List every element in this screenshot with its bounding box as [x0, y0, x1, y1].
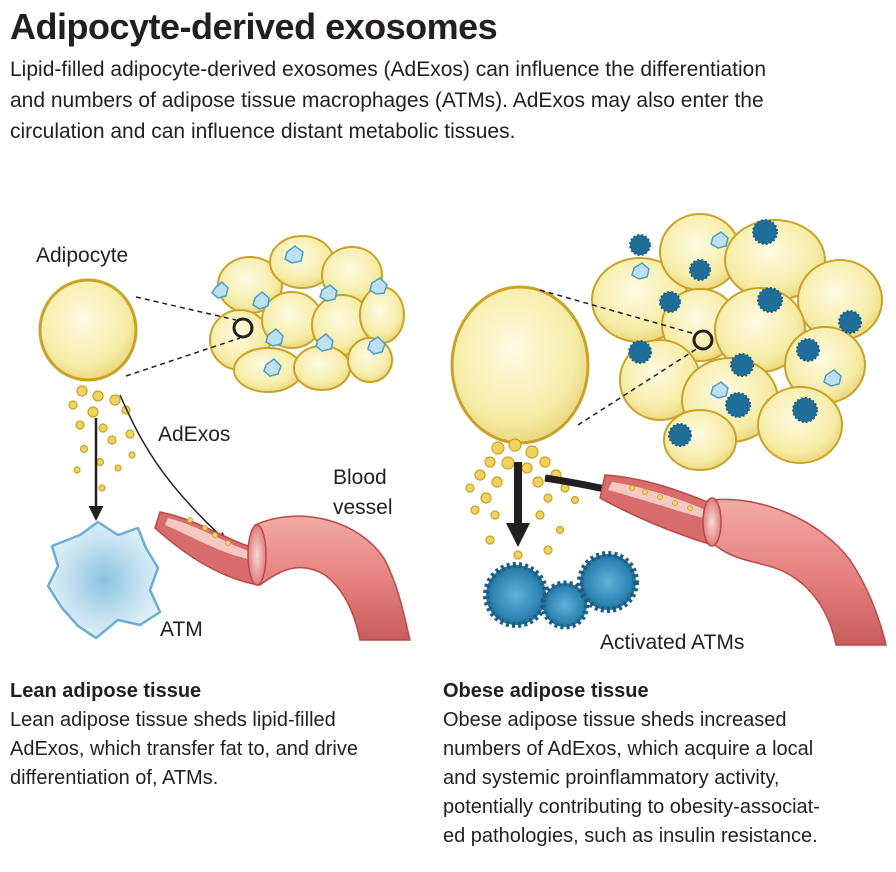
obese-panel — [450, 213, 887, 646]
obese-tissue-macrophages — [628, 219, 862, 447]
blood-vessel-label: Blood — [333, 466, 387, 489]
obese-exosomes — [465, 438, 580, 560]
blood-vessel-label: vessel — [333, 496, 393, 519]
obese-caption-line: numbers of AdExos, which acquire a local — [443, 738, 814, 760]
obese-zoom-circle — [692, 329, 714, 351]
lean-zoom-circle — [232, 317, 254, 339]
obese-caption-line: Obese adipose tissue sheds increased — [443, 709, 787, 731]
figure-title: Adipocyte-derived exosomes — [10, 6, 498, 47]
obese-blood-vessel — [599, 474, 887, 646]
lean-blood-vessel — [154, 511, 411, 641]
obese-heading: Obese adipose tissue — [443, 680, 649, 702]
obese-caption-line: ed pathologies, such as insulin resistan… — [443, 825, 818, 847]
obese-caption-line: and systemic proinflammatory activity, — [443, 767, 780, 789]
lean-caption-line: differentiation of, ATMs. — [10, 767, 219, 789]
intro-line: circulation and can influence distant me… — [10, 120, 516, 143]
lean-vessel-arrow — [119, 394, 227, 542]
obese-tissue-light-macrophages — [631, 231, 842, 399]
obese-zoom-line — [577, 347, 699, 426]
lean-zoom-line — [125, 337, 241, 377]
intro-text: Lipid-filled adipocyte-derived exosomes … — [10, 54, 880, 147]
obese-caption-line: potentially contributing to obesity-asso… — [443, 796, 820, 818]
lean-panel — [38, 235, 411, 641]
obese-caption: Obese adipose tissue sheds increased num… — [443, 706, 820, 851]
adexos-label: AdExos — [158, 423, 231, 446]
lean-caption: Lean adipose tissue sheds lipid-filled A… — [10, 706, 358, 793]
obese-adipocyte-cell — [450, 285, 590, 445]
activated-atms — [483, 551, 639, 630]
atm-label: ATM — [160, 618, 203, 641]
atm-macrophage — [46, 520, 162, 640]
activated-atms-label: Activated ATMs — [600, 631, 745, 654]
adipocyte-cell — [38, 278, 138, 382]
lean-zoom-line — [135, 296, 237, 321]
intro-line: Lipid-filled adipocyte-derived exosomes … — [10, 58, 767, 81]
lean-exosomes — [68, 385, 136, 492]
lean-caption-line: Lean adipose tissue sheds lipid-filled — [10, 709, 336, 731]
lean-tissue-macrophages — [211, 245, 388, 377]
lean-caption-line: AdExos, which transfer fat to, and drive — [10, 738, 358, 760]
lean-tissue-cluster — [209, 235, 405, 393]
adipocyte-label: Adipocyte — [36, 244, 129, 267]
intro-line: and numbers of adipose tissue macrophage… — [10, 89, 764, 112]
lean-heading: Lean adipose tissue — [10, 680, 202, 702]
